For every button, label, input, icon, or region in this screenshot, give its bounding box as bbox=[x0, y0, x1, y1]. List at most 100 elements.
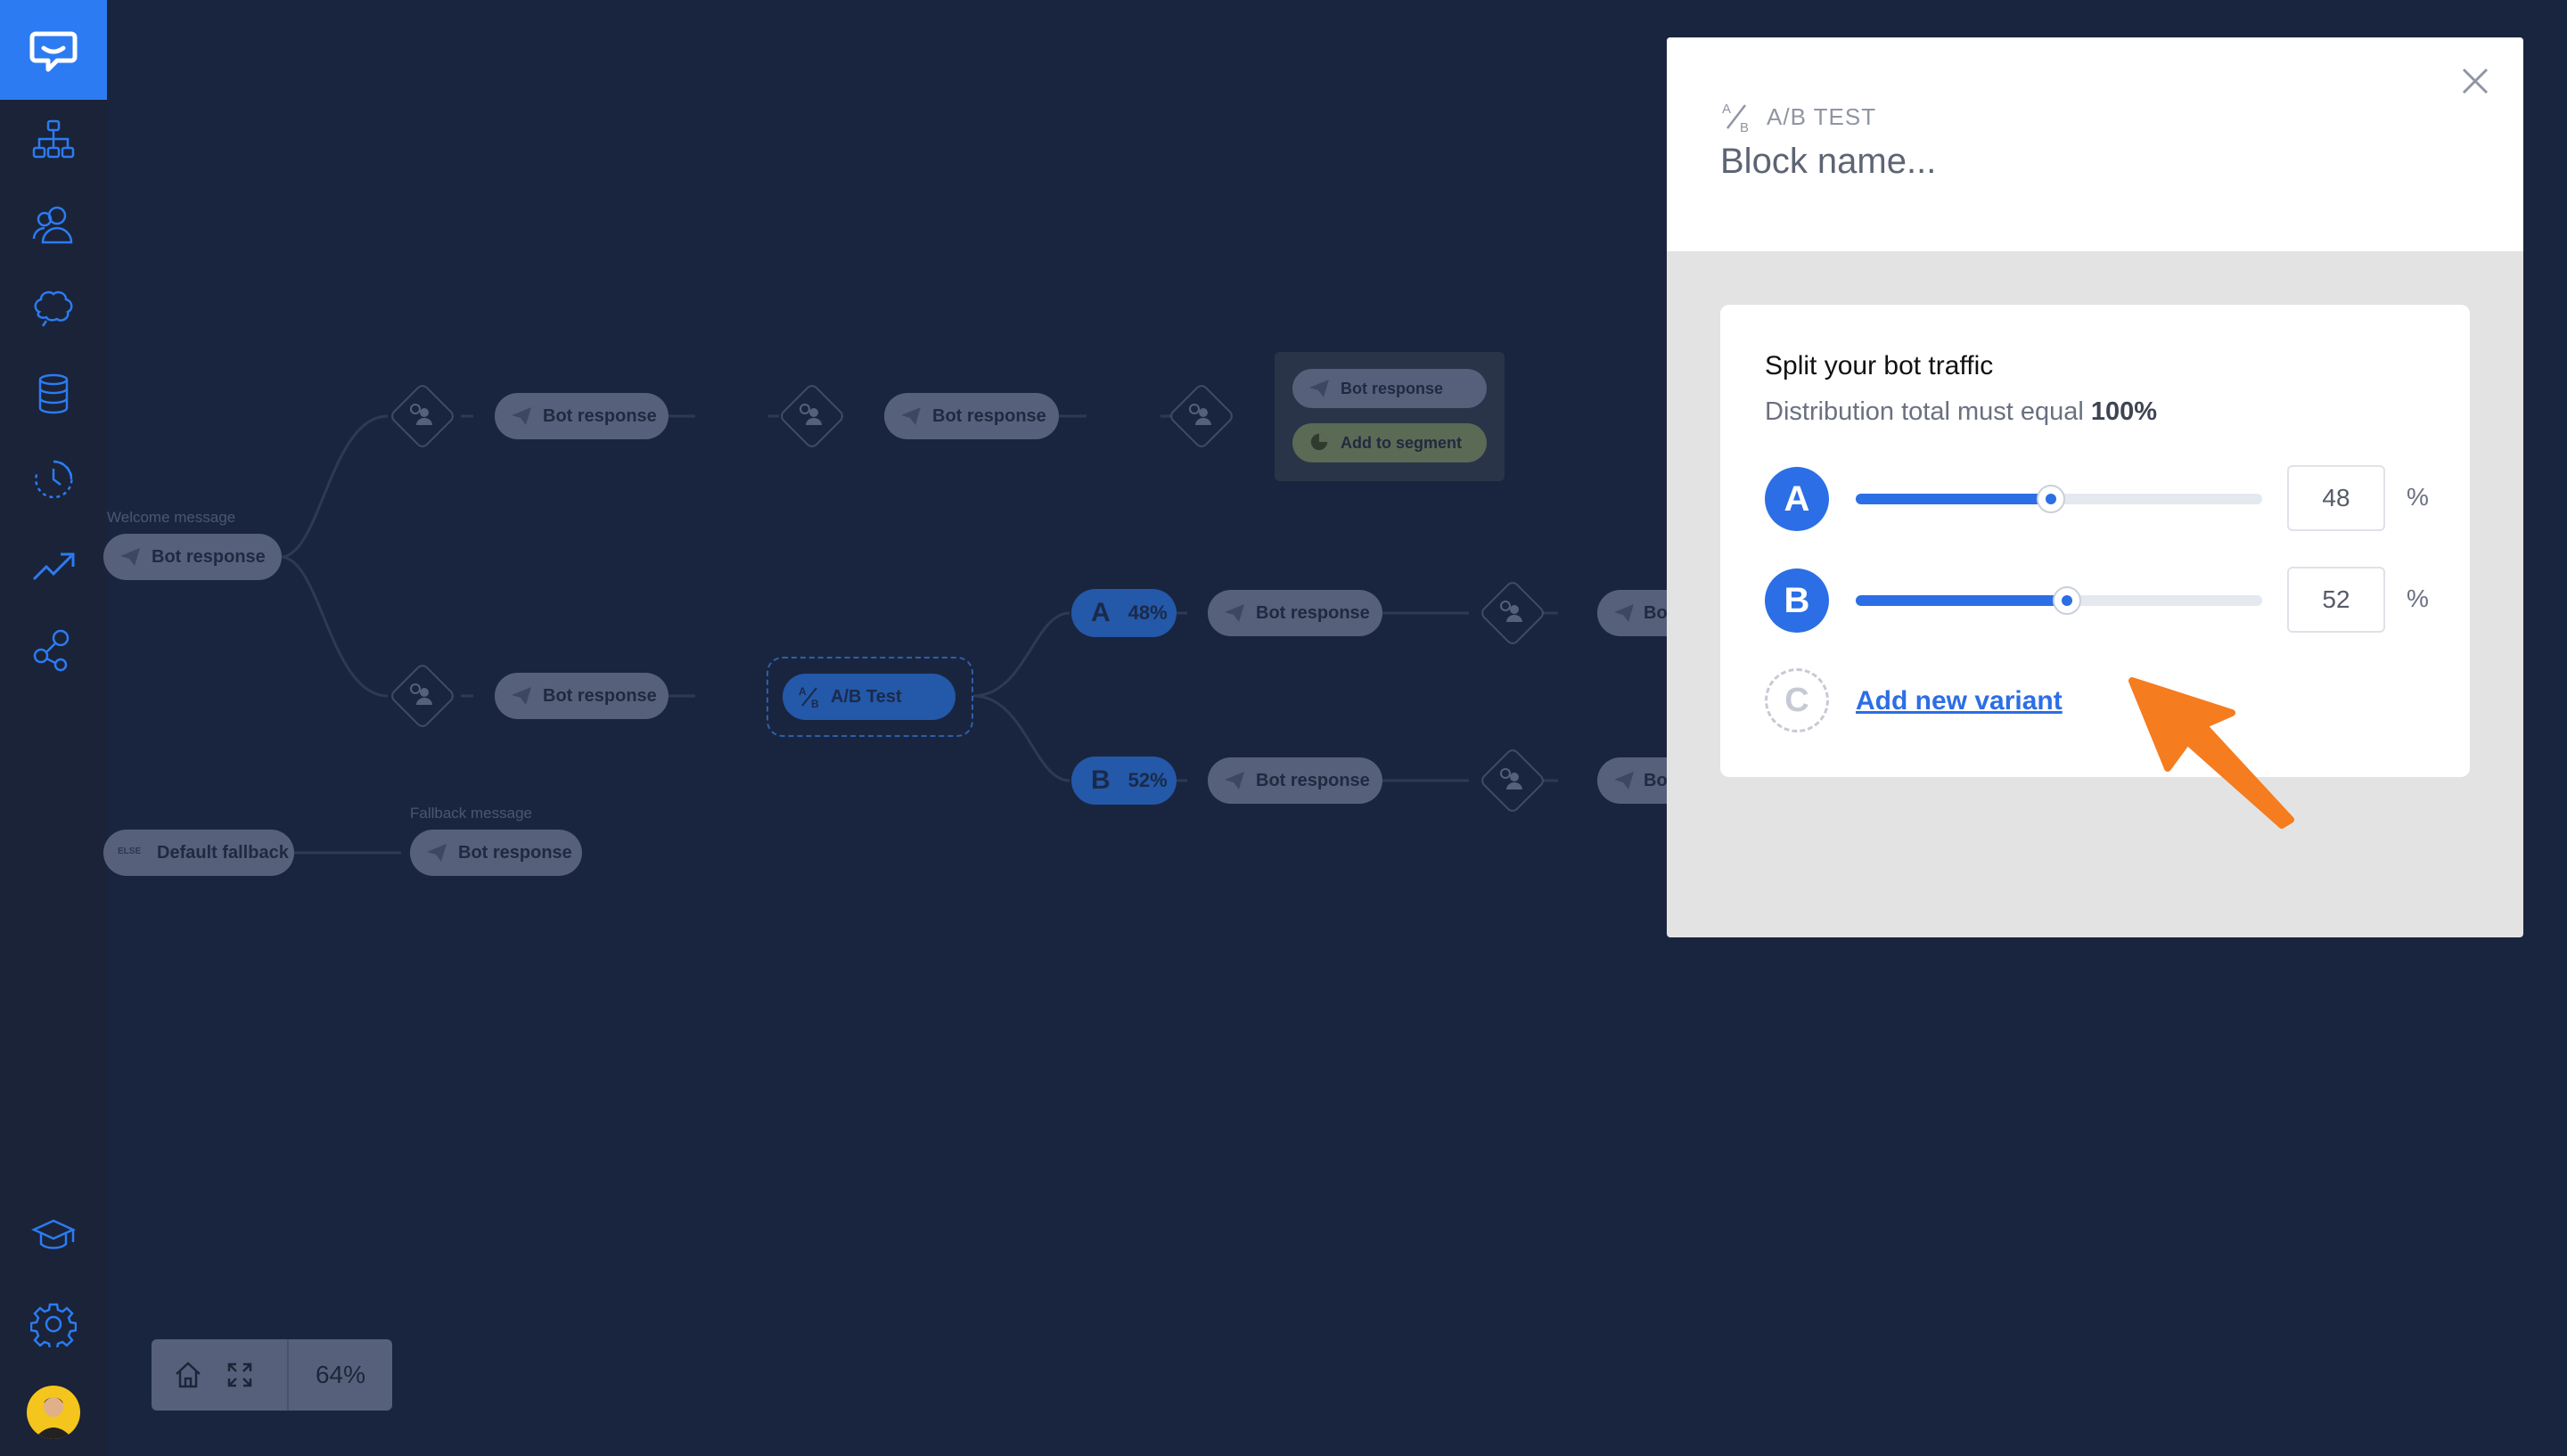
traffic-split-card: Split your bot traffic Distribution tota… bbox=[1720, 305, 2470, 777]
variant-row: B % bbox=[1765, 567, 2442, 633]
node-label: Bot response bbox=[1341, 379, 1444, 397]
pie-chart-icon bbox=[1310, 433, 1328, 451]
home-button[interactable] bbox=[162, 1339, 214, 1411]
node-label: Bo bbox=[1644, 602, 1668, 623]
default-fallback-node[interactable]: ELSE Default fallback bbox=[103, 830, 294, 876]
variant-badge: B bbox=[1765, 568, 1829, 633]
block-type: A B A/B TEST bbox=[1720, 100, 1876, 134]
send-icon bbox=[512, 687, 531, 705]
send-icon bbox=[512, 407, 531, 425]
variant-letter: A bbox=[1091, 598, 1111, 627]
pointer-arrow-icon bbox=[2128, 677, 2294, 829]
node-label: Default fallback bbox=[157, 842, 289, 863]
variant-badge: A bbox=[1765, 467, 1829, 531]
slider-fill bbox=[1856, 494, 2051, 504]
node-label: Bot response bbox=[543, 685, 657, 706]
send-icon bbox=[1614, 772, 1634, 789]
send-icon bbox=[901, 407, 921, 425]
avatar[interactable] bbox=[27, 1386, 80, 1439]
close-button[interactable] bbox=[2451, 57, 2499, 105]
ab-icon: A B bbox=[799, 685, 819, 709]
ab-test-node[interactable]: A B A/B Test bbox=[783, 674, 955, 720]
block-name-input[interactable] bbox=[1720, 137, 2344, 185]
users-icon[interactable] bbox=[29, 200, 78, 249]
bot-response-node[interactable]: Bot response bbox=[495, 393, 668, 439]
bot-response-node[interactable]: Bot response bbox=[495, 673, 668, 719]
trend-up-icon[interactable] bbox=[29, 540, 78, 590]
add-to-segment-node[interactable]: Add to segment bbox=[1292, 423, 1487, 462]
send-icon bbox=[1309, 380, 1329, 397]
sitemap-icon[interactable] bbox=[29, 114, 78, 164]
node-label: Bot response bbox=[152, 546, 266, 567]
node-label: Bot response bbox=[458, 842, 572, 863]
bot-response-node[interactable]: Bo bbox=[1597, 757, 1677, 804]
home-icon bbox=[176, 1362, 201, 1388]
percent-sign: % bbox=[2407, 483, 2429, 511]
close-icon bbox=[2462, 68, 2489, 94]
subtitle-total: 100% bbox=[2090, 397, 2158, 426]
variant-a-node[interactable]: A 48% bbox=[1071, 589, 1177, 637]
send-icon bbox=[120, 548, 140, 566]
flow-connectors bbox=[280, 414, 1558, 855]
card-subtitle: Distribution total must equal 100% bbox=[1765, 397, 2157, 427]
send-icon bbox=[1225, 604, 1244, 622]
else-tag: ELSE bbox=[118, 847, 142, 856]
bot-response-node[interactable]: Bot response bbox=[1208, 590, 1382, 636]
bot-response-node[interactable]: Bot response bbox=[1292, 369, 1487, 408]
fit-to-screen-button[interactable] bbox=[214, 1339, 266, 1411]
add-variant-row: C Add new variant bbox=[1765, 668, 2210, 732]
ab-test-selection bbox=[767, 657, 973, 737]
node-label: Bot response bbox=[932, 405, 1046, 426]
bot-response-node[interactable]: Bot response bbox=[1208, 757, 1382, 804]
chat-bubble-logo[interactable] bbox=[0, 0, 107, 100]
svg-text:B: B bbox=[811, 698, 819, 709]
node-label: Bot response bbox=[1256, 602, 1370, 623]
split-slider[interactable] bbox=[1856, 586, 2262, 615]
variant-percent: 48% bbox=[1128, 601, 1168, 624]
gear-icon[interactable] bbox=[29, 1299, 78, 1349]
zoom-level: 64% bbox=[315, 1361, 366, 1388]
brain-icon[interactable] bbox=[29, 285, 78, 335]
slider-thumb[interactable] bbox=[2053, 586, 2082, 615]
share-icon[interactable] bbox=[29, 626, 78, 675]
zoom-divider bbox=[287, 1339, 289, 1411]
clock-icon[interactable] bbox=[29, 454, 78, 504]
percent-sign: % bbox=[2407, 585, 2429, 612]
variant-row: A % bbox=[1765, 465, 2442, 531]
variant-letter: B bbox=[1091, 765, 1111, 795]
node-label: Add to segment bbox=[1341, 433, 1463, 452]
svg-text:A: A bbox=[799, 685, 807, 698]
svg-text:B: B bbox=[1740, 120, 1750, 134]
node-label: Bo bbox=[1644, 770, 1668, 790]
database-icon[interactable] bbox=[29, 369, 78, 419]
subtitle-text: Distribution total must equal bbox=[1765, 397, 2091, 426]
expand-icon bbox=[227, 1362, 252, 1387]
variant-b-node[interactable]: B 52% bbox=[1071, 757, 1177, 805]
svg-text:A: A bbox=[1722, 102, 1732, 117]
panel-header: A B A/B TEST bbox=[1667, 37, 2523, 251]
flow-canvas[interactable]: Welcome message Bot response Bot respons… bbox=[103, 0, 2567, 1456]
slider-fill bbox=[1856, 595, 2068, 606]
welcome-bot-response-node[interactable]: Bot response bbox=[103, 534, 282, 580]
sidebar bbox=[0, 0, 107, 1456]
percent-input[interactable] bbox=[2287, 567, 2385, 633]
fallback-bot-response-node[interactable]: Bot response bbox=[410, 830, 582, 876]
bot-response-node[interactable]: Bot response bbox=[884, 393, 1059, 439]
percent-input[interactable] bbox=[2287, 465, 2385, 531]
variant-percent: 52% bbox=[1128, 769, 1168, 791]
add-new-variant-link[interactable]: Add new variant bbox=[1856, 686, 2063, 716]
split-slider[interactable] bbox=[1856, 485, 2262, 513]
zoom-toolbar: 64% bbox=[152, 1339, 392, 1411]
send-icon bbox=[427, 844, 447, 862]
card-title: Split your bot traffic bbox=[1765, 351, 1994, 380]
chat-bubble-icon bbox=[29, 31, 78, 72]
send-icon bbox=[1614, 604, 1634, 622]
slider-thumb[interactable] bbox=[2036, 485, 2065, 513]
fallback-caption: Fallback message bbox=[410, 805, 533, 822]
node-label: Bot response bbox=[1256, 770, 1370, 790]
graduation-cap-icon[interactable] bbox=[29, 1212, 78, 1262]
node-label: Bot response bbox=[543, 405, 657, 426]
ab-test-panel: A B A/B TEST Split your bot traffic Dist… bbox=[1667, 37, 2523, 937]
bot-response-node[interactable]: Bo bbox=[1597, 590, 1677, 636]
welcome-caption: Welcome message bbox=[107, 509, 236, 526]
